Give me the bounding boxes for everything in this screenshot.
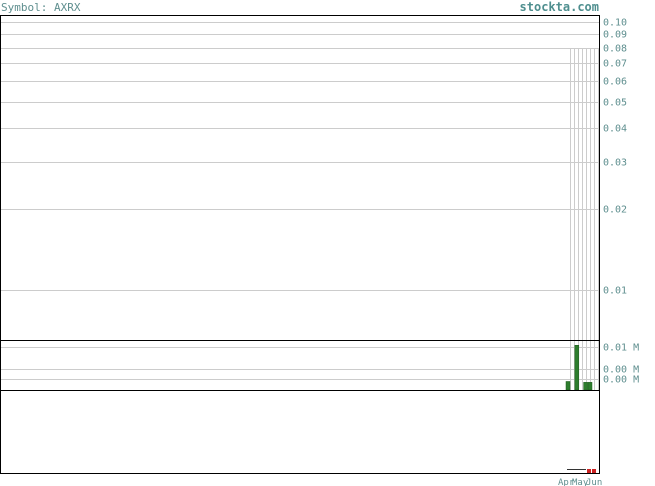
site-brand: stockta.com [520, 0, 599, 14]
x-tick-label: Jun [586, 478, 602, 486]
price-tick-label: 0.10 [603, 18, 627, 29]
indicator-bars [567, 469, 596, 473]
volume-bar [583, 382, 588, 391]
volume-bar [574, 345, 580, 391]
price-axis-ticks: 0.100.09 0.08 0.07 0.06 0.05 0.04 0.03 0.02 0.01 [603, 18, 627, 297]
time-gridlines [570, 48, 599, 390]
x-tick-label: May [572, 478, 589, 486]
volume-tick-label: 0.00 M [603, 365, 639, 376]
indicator-down-bar [592, 469, 596, 473]
volume-tick-label: 0.01 M [603, 343, 639, 354]
price-tick-label: 0.08 [603, 44, 627, 55]
price-tick-label: 0.02 [603, 205, 627, 216]
x-tick-label: Apr [558, 478, 575, 486]
price-tick-label: 0.03 [603, 158, 627, 169]
volume-bars [565, 345, 593, 391]
price-tick-label: 0.07 [603, 59, 627, 70]
indicator-panel-frame [0, 390, 600, 474]
price-tick-label: 0.05 [603, 98, 627, 109]
price-tick-label: 0.01 [603, 286, 627, 297]
volume-grid [1, 347, 599, 380]
symbol-label: Symbol: AXRX [1, 1, 81, 14]
price-tick-label: 0.09 [603, 30, 627, 41]
indicator-down-bar [587, 469, 591, 473]
price-grid [1, 22, 599, 291]
volume-axis-ticks: 0.01 M 0.00 M0.00 M [603, 343, 639, 386]
volume-bar [587, 382, 593, 391]
price-tick-label: 0.06 [603, 77, 627, 88]
volume-bar [565, 381, 571, 391]
price-tick-label: 0.04 [603, 124, 627, 135]
volume-tick-label: 0.00 M [603, 375, 639, 386]
price-panel-frame [0, 15, 600, 341]
